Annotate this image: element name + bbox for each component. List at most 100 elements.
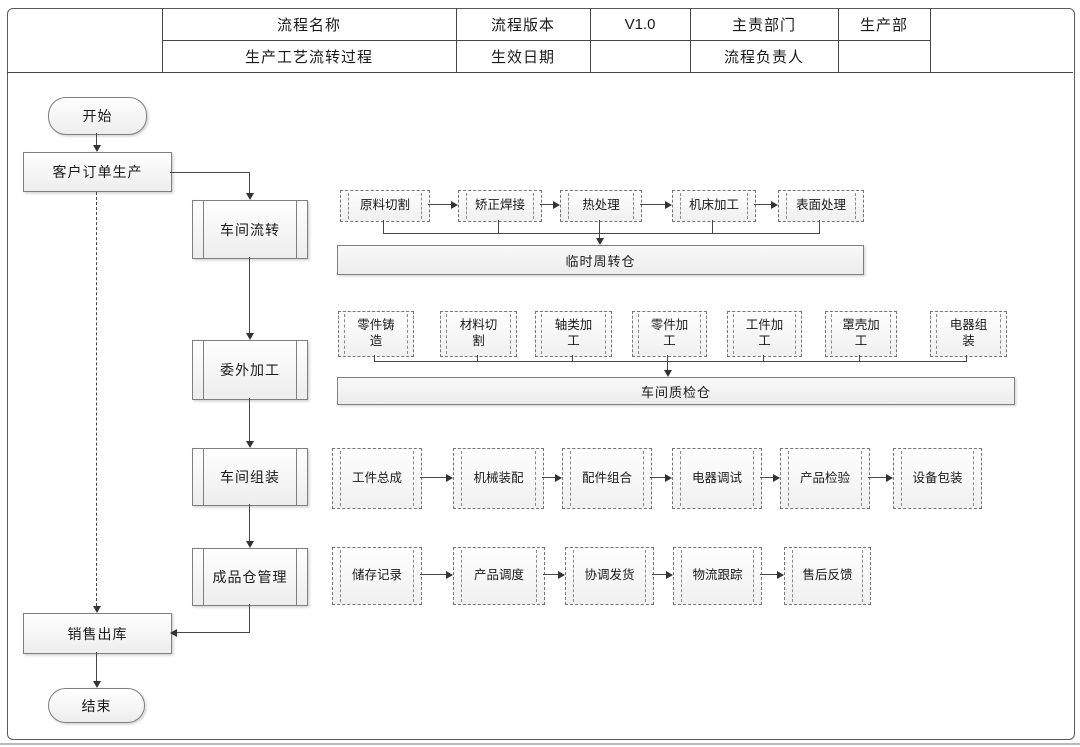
- connector-line: [542, 477, 555, 478]
- connector-line: [859, 355, 860, 361]
- arrow-down: [93, 681, 101, 688]
- version-label: 流程版本: [490, 16, 555, 34]
- connector-line: [652, 574, 666, 575]
- connector-line: [249, 172, 250, 194]
- connector-line: [650, 477, 665, 478]
- stage3-step-5: 产品检验: [780, 448, 870, 509]
- stage2-step-5: 工件加工: [727, 311, 802, 357]
- connector-line: [760, 574, 777, 575]
- customer-order-node: 客户订单生产: [23, 152, 172, 192]
- arrow-right: [446, 571, 453, 579]
- connector-line: [760, 477, 773, 478]
- arrow-right: [446, 474, 453, 482]
- connector-line: [540, 204, 553, 205]
- connector-line: [249, 504, 250, 541]
- effective-date-label: 生效日期: [490, 48, 555, 66]
- connector-dashed-line: [96, 192, 97, 606]
- connector-line: [249, 257, 250, 333]
- stage2-step-7: 电器组装: [930, 311, 1007, 357]
- arrow-right: [886, 474, 893, 482]
- connector-line: [170, 172, 250, 173]
- arrow-right: [555, 474, 562, 482]
- arrow-right: [558, 571, 565, 579]
- arrow-right: [553, 201, 560, 209]
- arrow-right: [777, 571, 784, 579]
- stage2-step-4: 零件加工: [632, 311, 707, 357]
- stage2-step-3-label: 轴类加工: [554, 318, 593, 348]
- connector-line: [966, 355, 967, 361]
- connector-line: [374, 355, 375, 361]
- connector-line: [420, 574, 446, 575]
- connector-line: [572, 355, 573, 361]
- table-bottom-line: [7, 72, 1073, 73]
- stage2-step-5-label: 工件加工: [745, 318, 784, 348]
- stage3-step-6: 设备包装: [893, 448, 982, 509]
- arrow-left: [170, 629, 177, 637]
- connector-line: [543, 574, 558, 575]
- table-row-divider: [162, 40, 930, 41]
- connector-line: [96, 652, 97, 682]
- connector-line: [763, 355, 764, 361]
- stage4-node: 成品仓管理: [192, 548, 308, 606]
- stage3-step-4: 电器调试: [672, 448, 762, 509]
- stage3-step-2: 机械装配: [453, 448, 544, 509]
- stage1-step-2: 矫正焊接: [458, 190, 542, 222]
- owner-label: 流程负责人: [723, 48, 804, 66]
- connector-line: [868, 477, 886, 478]
- connector-line: [374, 361, 967, 362]
- connector-line: [428, 204, 451, 205]
- arrow-right: [666, 571, 673, 579]
- stage3-step-1: 工件总成: [332, 448, 422, 509]
- arrow-right: [773, 474, 780, 482]
- start-node: 开始: [48, 97, 147, 135]
- stage4-step-2: 产品调度: [453, 547, 545, 605]
- stage2-step-1-label: 零件铸造: [357, 318, 395, 348]
- arrow-down: [93, 145, 101, 152]
- connector-line: [498, 220, 499, 233]
- arrow-down: [246, 441, 254, 448]
- connector-line: [640, 204, 665, 205]
- stage1-node: 车间流转: [192, 200, 308, 259]
- stage2-step-7-label: 电器组装: [949, 318, 988, 348]
- stage2-step-3: 轴类加工: [535, 311, 612, 357]
- version-value: V1.0: [624, 15, 656, 33]
- stage4-step-3: 协调发货: [565, 547, 654, 605]
- stage3-step-3: 配件组合: [562, 448, 652, 509]
- arrow-down: [246, 541, 254, 548]
- stage2-step-4-label: 零件加工: [650, 318, 689, 348]
- connector-line: [383, 233, 820, 234]
- arrow-down: [596, 238, 604, 245]
- connector-line: [177, 632, 250, 633]
- arrow-down: [664, 370, 672, 377]
- arrow-down: [246, 333, 254, 340]
- stage2-step-2-label: 材料切割: [459, 318, 498, 348]
- stage2-warehouse: 车间质检仓: [337, 377, 1015, 405]
- arrow-right: [665, 201, 672, 209]
- table-vline: [930, 8, 931, 72]
- connector-line: [383, 220, 384, 233]
- process-name-label: 流程名称: [276, 16, 341, 34]
- arrow-right: [665, 474, 672, 482]
- stage3-node: 车间组装: [192, 448, 308, 506]
- page-border: [7, 8, 1075, 740]
- stage4-step-1: 储存记录: [332, 547, 422, 605]
- connector-line: [420, 477, 446, 478]
- arrow-down: [246, 193, 254, 200]
- stage2-step-1: 零件铸造: [338, 311, 414, 357]
- arrow-down: [93, 606, 101, 613]
- stage2-node: 委外加工: [192, 340, 308, 400]
- process-name-value: 生产工艺流转过程: [244, 48, 373, 66]
- stage2-step-2: 材料切割: [440, 311, 517, 357]
- page-bottom-edge: [0, 743, 1080, 745]
- connector-line: [667, 355, 668, 370]
- stage1-warehouse: 临时周转仓: [337, 245, 864, 275]
- stage4-step-4: 物流跟踪: [673, 547, 762, 605]
- department-label: 主责部门: [731, 16, 796, 34]
- stage4-step-5: 售后反馈: [784, 547, 871, 605]
- stage1-step-1: 原料切割: [340, 190, 430, 222]
- connector-line: [819, 220, 820, 233]
- arrow-right: [771, 201, 778, 209]
- arrow-right: [451, 201, 458, 209]
- stage2-step-6: 罩壳加工: [825, 311, 897, 357]
